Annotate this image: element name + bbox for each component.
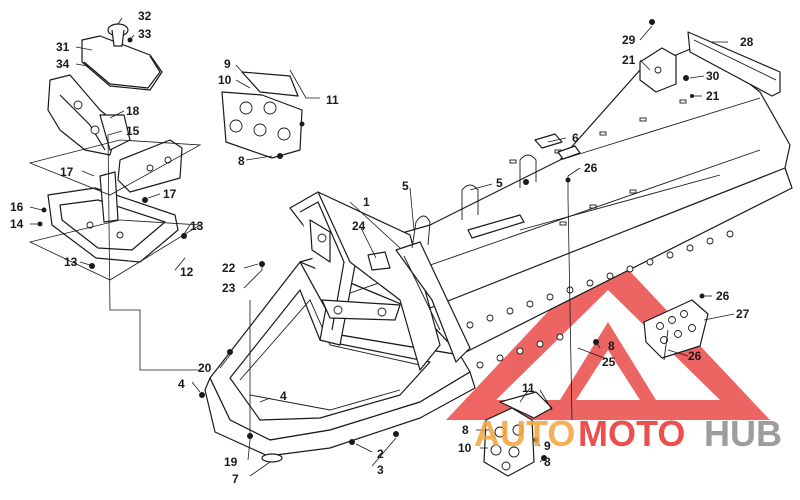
callout-26a: 26 — [584, 161, 598, 175]
callout-12: 12 — [180, 265, 194, 279]
callout-4a: 4 — [178, 377, 185, 391]
callout-26b: 26 — [716, 289, 730, 303]
callout-29: 29 — [622, 33, 636, 47]
callout-9a: 9 — [224, 57, 231, 71]
callout-8c: 8 — [462, 423, 469, 437]
watermark-hub: HUB — [704, 413, 782, 454]
footrest-plate-right — [483, 391, 553, 477]
callout-13a: 13 — [190, 219, 204, 233]
bumper-bracket — [639, 47, 689, 93]
callout-18: 18 — [126, 104, 140, 118]
callout-11a: 11 — [326, 93, 339, 107]
watermark-auto: AUTO — [474, 413, 575, 454]
callout-30: 30 — [706, 69, 720, 83]
bracket-15 — [117, 139, 183, 193]
callout-21a: 21 — [622, 53, 636, 67]
callout-6: 6 — [572, 131, 579, 145]
u-bolt-a — [411, 215, 431, 249]
callout-25: 25 — [602, 355, 616, 369]
callout-26c: 26 — [688, 349, 702, 363]
callout-8d: 8 — [544, 455, 551, 469]
rear-plate-27 — [643, 299, 709, 361]
callout-labels: 1 2 3 4 4 5 5 6 7 8 8 8 8 9 9 10 10 11 1… — [10, 9, 754, 486]
steering-support — [47, 74, 131, 156]
callout-14: 14 — [10, 217, 24, 231]
callout-28: 28 — [740, 35, 754, 49]
callout-16: 16 — [10, 200, 24, 214]
callout-11b: 11 — [522, 381, 535, 395]
dash-bracket — [81, 23, 163, 91]
callout-23: 23 — [222, 281, 236, 295]
footrest-plate-left — [221, 71, 305, 159]
callout-33: 33 — [138, 27, 152, 41]
callout-4b: 4 — [280, 389, 287, 403]
leader-lines — [29, 17, 735, 477]
callout-13b: 13 — [64, 255, 78, 269]
callout-10a: 10 — [218, 73, 232, 87]
pad-6 — [534, 133, 581, 160]
explode-lines — [28, 139, 202, 281]
front-frame — [289, 191, 471, 371]
belly-pan — [204, 261, 476, 457]
watermark-wordmark: AUTO MOTO HUB — [474, 413, 782, 454]
u-bolt-c — [519, 154, 537, 188]
watermark-triangle-icon — [446, 248, 770, 420]
callout-3: 3 — [377, 463, 384, 477]
callout-17b: 17 — [163, 187, 177, 201]
callout-5b: 5 — [496, 176, 503, 190]
callout-8b: 8 — [608, 339, 615, 353]
callout-32: 32 — [138, 9, 152, 23]
callout-5a: 5 — [402, 179, 409, 193]
callout-9b: 9 — [544, 439, 551, 453]
callout-19: 19 — [224, 455, 238, 469]
bracket-12 — [47, 171, 179, 263]
u-bolt-b — [461, 184, 479, 220]
rear-bumper — [687, 31, 781, 97]
watermark-moto: MOTO — [578, 413, 685, 454]
callout-21b: 21 — [706, 89, 720, 103]
callout-34: 34 — [56, 57, 70, 71]
callout-17a: 17 — [60, 165, 74, 179]
watermark-inner-a-icon — [560, 322, 656, 400]
callout-31: 31 — [56, 40, 70, 54]
callout-1: 1 — [363, 195, 370, 209]
callout-22: 22 — [222, 261, 236, 275]
callout-20: 20 — [198, 361, 212, 375]
callout-10b: 10 — [458, 441, 472, 455]
callout-2: 2 — [377, 447, 384, 461]
fasteners — [37, 19, 705, 463]
watermark-logo — [446, 248, 770, 420]
callout-27: 27 — [736, 307, 750, 321]
callout-15: 15 — [126, 124, 140, 138]
callout-24: 24 — [352, 219, 366, 233]
callout-7: 7 — [232, 472, 239, 486]
callout-8a: 8 — [238, 154, 245, 168]
